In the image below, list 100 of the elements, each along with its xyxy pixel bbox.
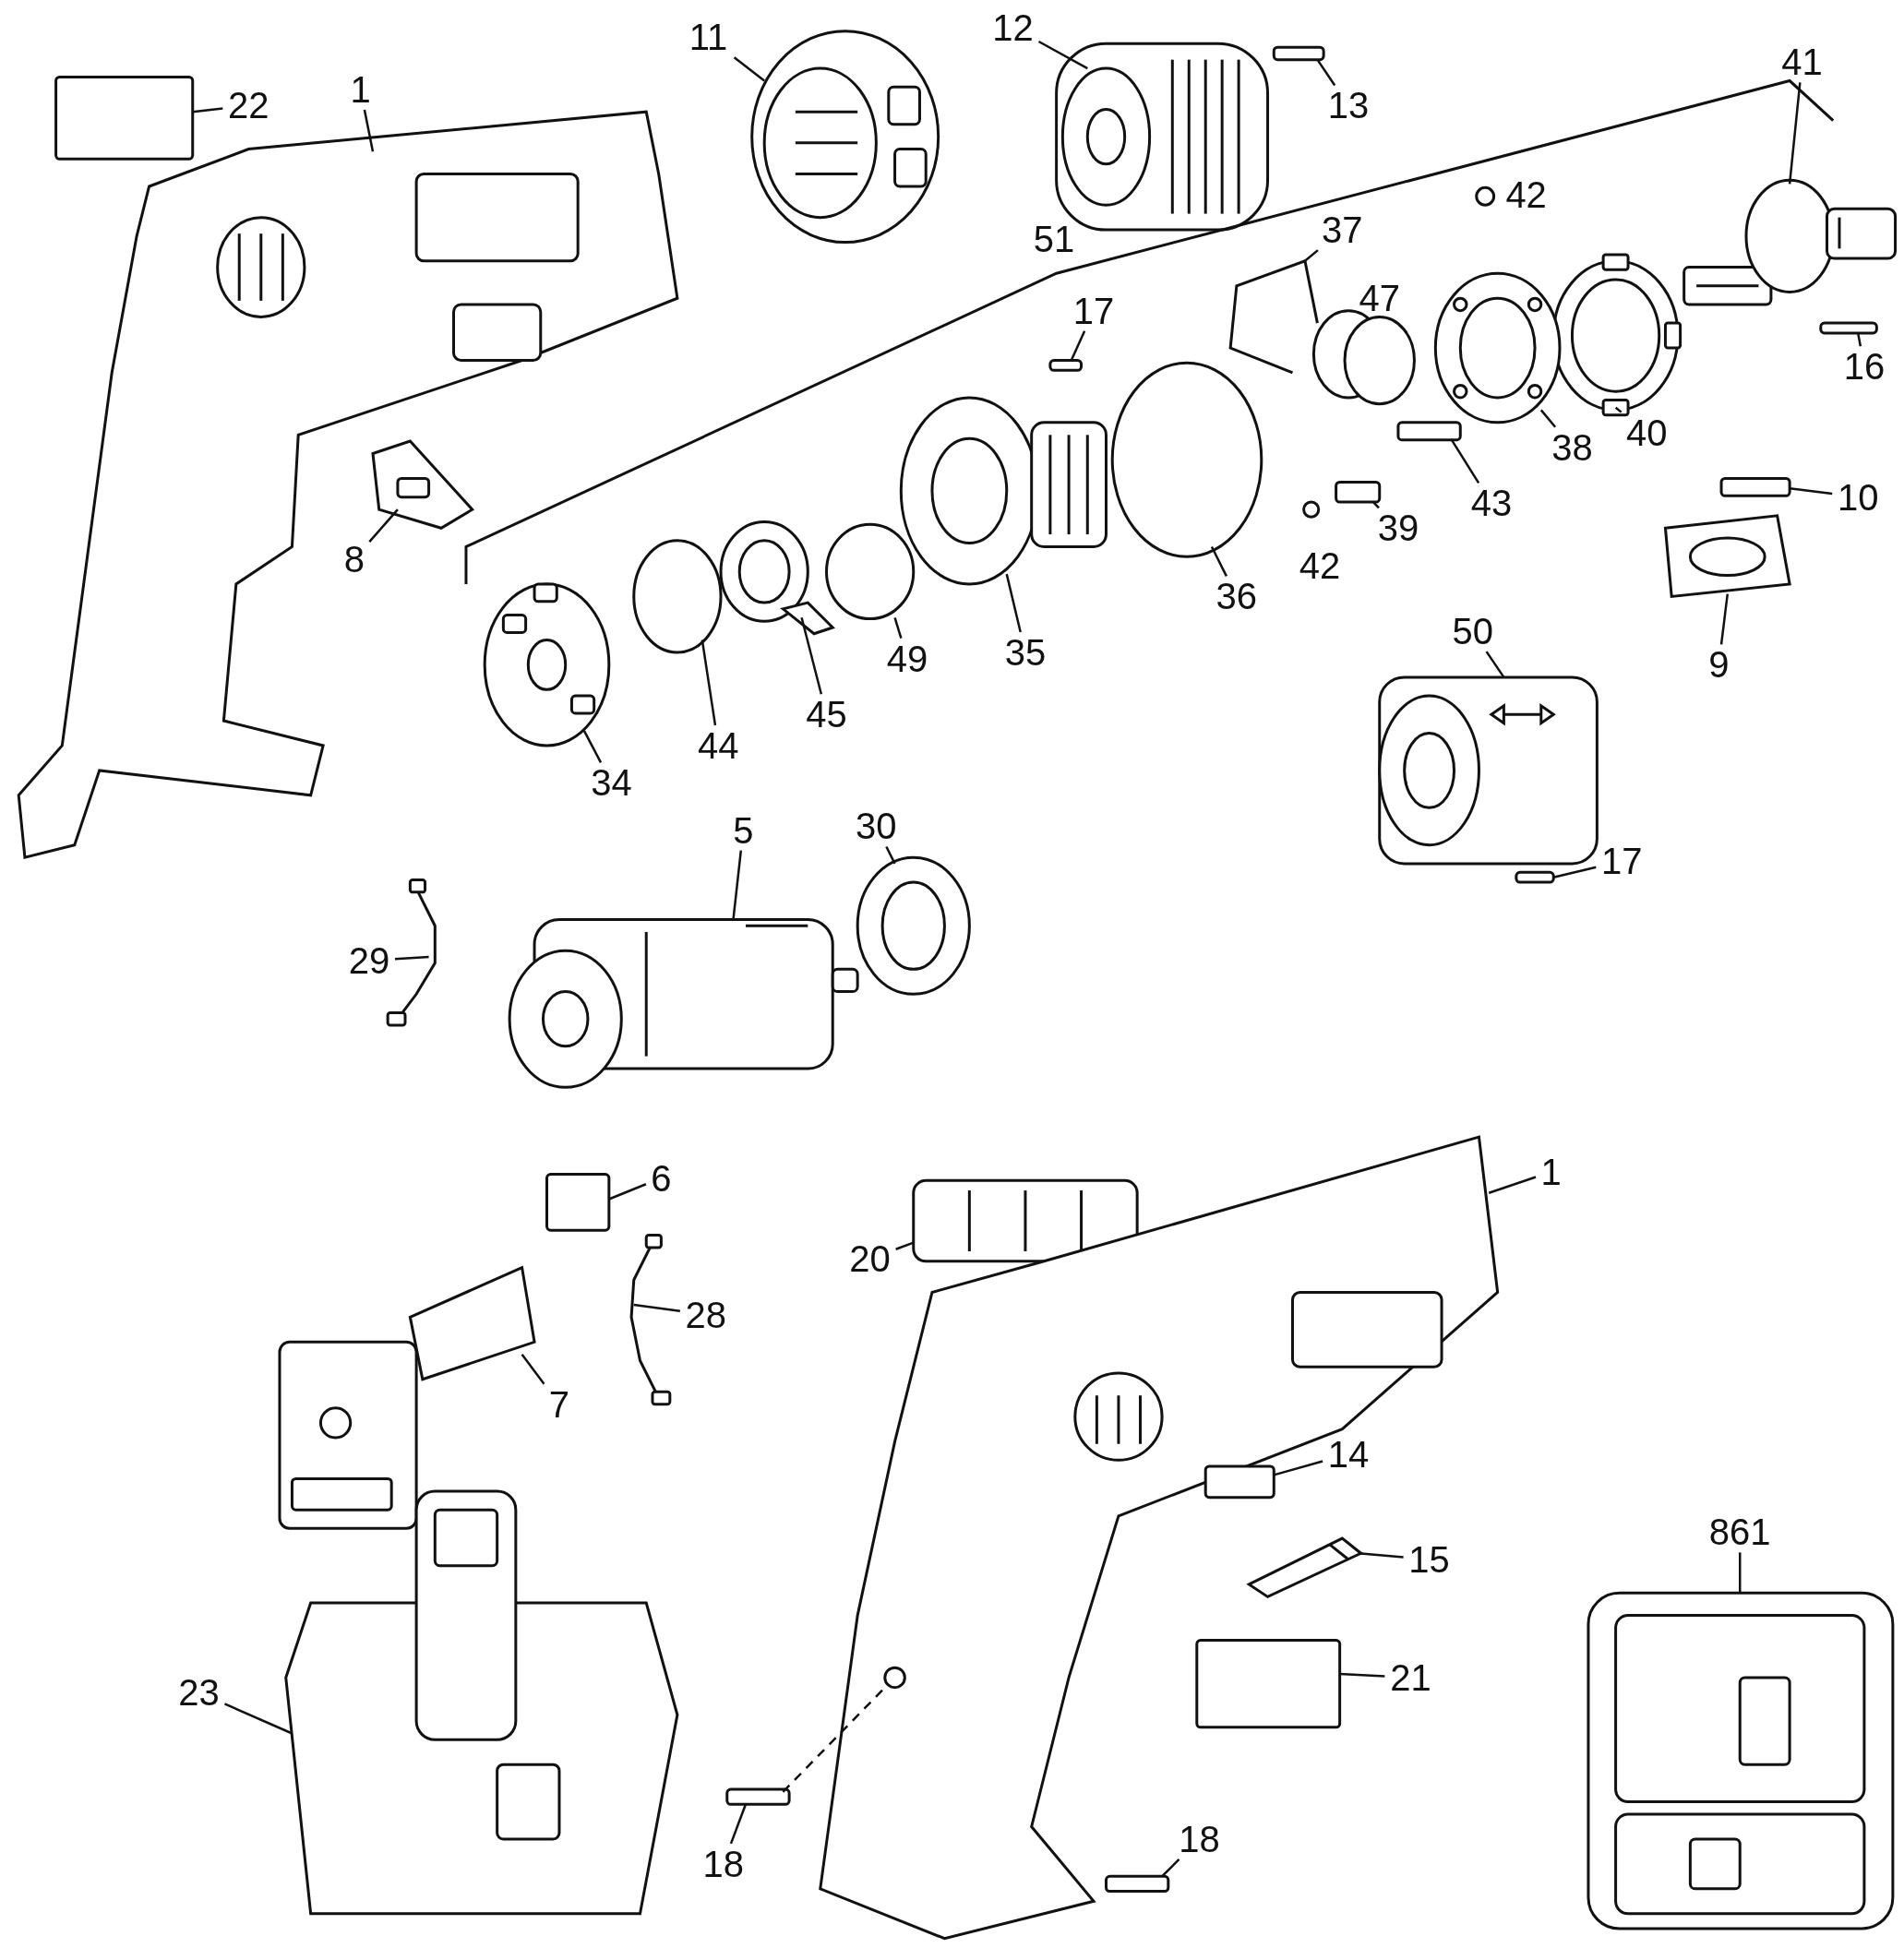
- case-drawing: [1587, 1591, 1895, 1930]
- leader-line: [1316, 58, 1336, 87]
- collar-drawing: [750, 30, 940, 245]
- callout-number: 49: [881, 638, 933, 679]
- gear-drawing: [825, 522, 916, 621]
- connector-drawing: [545, 1173, 611, 1232]
- clip-drawing: [1203, 1464, 1275, 1500]
- callout-number: 42: [1504, 174, 1548, 216]
- callout-number: 42: [1298, 544, 1342, 586]
- callout-number: 6: [645, 1157, 677, 1199]
- leader-line: [368, 508, 399, 543]
- leader-line: [1210, 545, 1227, 577]
- leader-line: [895, 1241, 915, 1250]
- callout-number: 12: [987, 6, 1039, 48]
- callout-number: 47: [1358, 278, 1401, 319]
- retaining-ring-drawing: [632, 539, 723, 654]
- wire-clip-drawing: [1228, 258, 1319, 375]
- switch-part-drawing: [371, 439, 475, 530]
- screw-drawing: [1819, 321, 1878, 335]
- leader-line: [192, 107, 223, 114]
- callout-number: 35: [999, 631, 1051, 673]
- leader-line: [885, 845, 896, 865]
- leader-line: [1719, 593, 1730, 645]
- leader-line: [608, 1183, 647, 1201]
- callout-number: 15: [1403, 1539, 1455, 1580]
- motor-housing-drawing: [1378, 675, 1599, 866]
- carrier-drawing: [483, 582, 611, 747]
- leader-line: [1358, 1552, 1404, 1559]
- callout-number: 45: [800, 694, 853, 735]
- callout-number: 22: [222, 85, 275, 126]
- gear-case-drawing: [899, 396, 1108, 586]
- callout-number: 23: [173, 1672, 225, 1714]
- leader-line: [800, 616, 823, 695]
- leader-line: [733, 56, 765, 82]
- leader-line: [1856, 332, 1862, 347]
- callout-number: 43: [1465, 483, 1517, 524]
- callout-number: 39: [1371, 508, 1424, 549]
- switch-drawing: [278, 1265, 536, 1530]
- leader-line: [1070, 330, 1086, 362]
- leader-line: [394, 955, 429, 961]
- leader-line: [223, 1703, 293, 1735]
- callout-number: 1: [345, 68, 376, 110]
- leader-line: [1552, 866, 1597, 878]
- callout-number: 29: [342, 939, 395, 981]
- leader-line: [701, 639, 717, 726]
- leader-line: [1450, 439, 1480, 484]
- housing-half-drawing: [819, 1135, 1500, 1941]
- leader-line: [1273, 1460, 1323, 1476]
- label-sheet-drawing: [1195, 1639, 1342, 1729]
- leader-line: [1161, 1858, 1180, 1878]
- callout-number: 38: [1546, 426, 1599, 468]
- washer-drawing: [856, 855, 971, 996]
- leader-line: [729, 1803, 748, 1845]
- callout-number: 51: [1032, 218, 1076, 259]
- callout-number: 36: [1210, 576, 1263, 617]
- callout-number: 9: [1703, 644, 1734, 686]
- collar-drawing: [719, 520, 835, 636]
- leader-line: [633, 1303, 681, 1313]
- callout-number: 1: [1536, 1151, 1567, 1192]
- callout-number: 18: [697, 1843, 749, 1884]
- plate-drawing: [1433, 271, 1562, 424]
- pin-drawing: [1335, 481, 1382, 504]
- callout-number: 34: [585, 762, 638, 804]
- screw-drawing: [725, 1787, 791, 1806]
- callout-number: 37: [1316, 209, 1369, 251]
- motor-drawing: [508, 918, 859, 1089]
- callout-number: 5: [727, 809, 759, 851]
- callout-number: 30: [850, 806, 903, 847]
- dashed-line: [782, 1682, 890, 1793]
- callout-number: 8: [339, 538, 370, 580]
- callout-number: 40: [1621, 412, 1673, 453]
- screw-drawing: [1048, 359, 1084, 372]
- ring-gear-drawing: [1551, 253, 1682, 417]
- leader-line: [1037, 40, 1088, 70]
- leader-line: [1539, 409, 1557, 428]
- leader-line: [582, 730, 603, 763]
- bit-drawing: [1246, 1536, 1364, 1599]
- label-sheet-drawing: [54, 76, 195, 161]
- callout-number: 18: [1173, 1818, 1226, 1859]
- leader-line: [1788, 82, 1802, 185]
- callout-number: 17: [1596, 841, 1648, 882]
- callout-number: 21: [1384, 1656, 1437, 1698]
- ring-drawing: [1110, 361, 1263, 558]
- leader-line: [521, 1354, 545, 1385]
- leader-line: [1304, 249, 1319, 262]
- wire-drawing: [629, 1234, 672, 1406]
- screw-drawing: [1105, 1874, 1170, 1894]
- spring-drawing: [1396, 421, 1462, 442]
- clip-drawing: [1719, 476, 1791, 497]
- callout-number: 28: [679, 1294, 732, 1335]
- gasket-drawing: [1663, 514, 1791, 599]
- callout-number: 13: [1323, 85, 1375, 126]
- callout-number: 10: [1832, 476, 1885, 518]
- leader-line: [1005, 573, 1022, 633]
- leader-line: [1339, 1672, 1385, 1678]
- leader-line: [1789, 486, 1833, 496]
- leader-line: [893, 616, 903, 639]
- callout-number: 14: [1323, 1433, 1375, 1475]
- leader-line: [1739, 1552, 1742, 1594]
- battery-pack-drawing: [284, 1489, 679, 1916]
